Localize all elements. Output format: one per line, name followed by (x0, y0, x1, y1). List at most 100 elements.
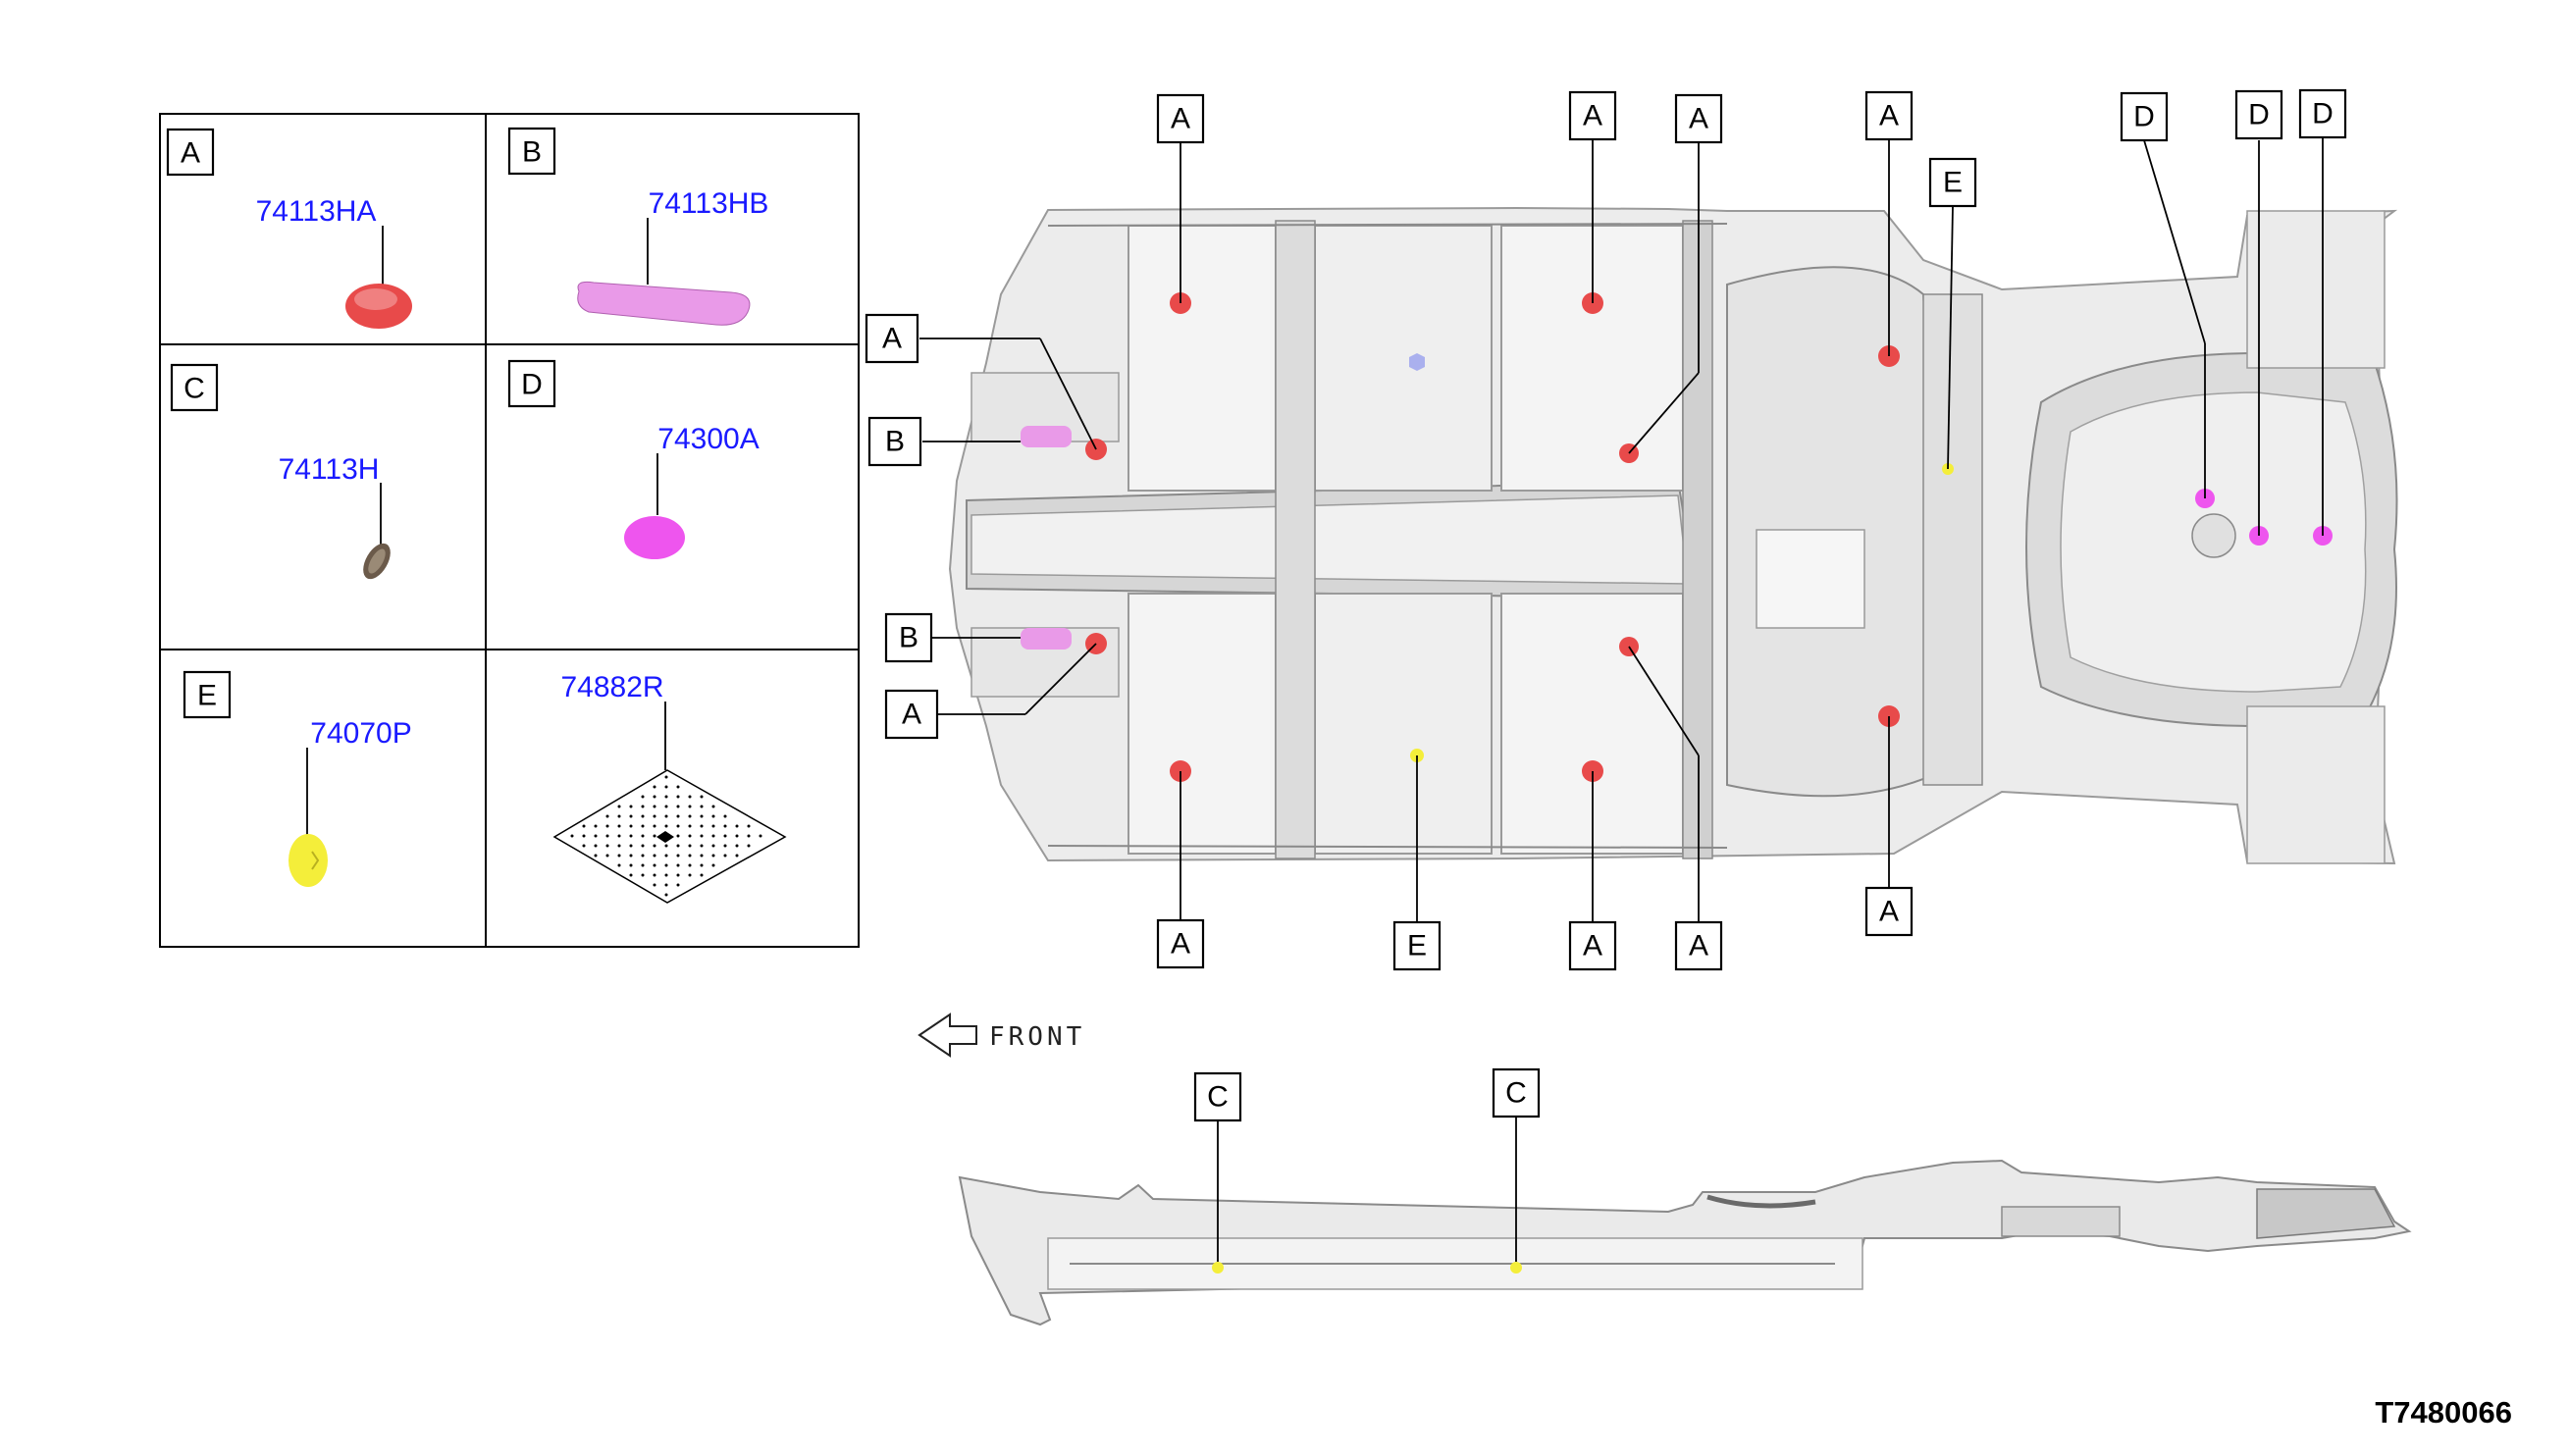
callout-a: A (865, 313, 919, 364)
sheet-dot (653, 883, 656, 887)
plug-c (1510, 1262, 1522, 1274)
sheet-dot (676, 834, 680, 838)
callout-d: D (2234, 89, 2283, 140)
callout-a: A (1674, 920, 1723, 971)
svg-text:A: A (1689, 103, 1708, 135)
part-number-74070p: 74070P (310, 717, 411, 750)
sheet-dot (676, 824, 680, 828)
sheet-dot (582, 824, 586, 828)
sheet-dot (629, 873, 633, 877)
sheet-dot (723, 824, 727, 828)
callout-e: E (1928, 157, 1977, 208)
sheet-dot (594, 854, 598, 858)
callout-a: A (1156, 918, 1205, 969)
part-number-74113hb: 74113HB (649, 187, 769, 220)
sheet-dot (676, 785, 680, 789)
sheet-dot (605, 854, 609, 858)
sheet-dot (641, 834, 645, 838)
sheet-dot (594, 824, 598, 828)
sheet-dot (664, 814, 668, 818)
sheet-dot (723, 854, 727, 858)
sheet-dot (664, 854, 668, 858)
sheet-dot (664, 824, 668, 828)
sheet-dot (711, 805, 715, 808)
sheet-dot (711, 814, 715, 818)
legend-key-b: B (522, 136, 542, 169)
sheet-dot (617, 814, 621, 818)
sheet-dot (664, 785, 668, 789)
sheet-dot (723, 844, 727, 848)
sheet-dot (688, 844, 692, 848)
legend-key-c: C (184, 373, 205, 405)
sheet-dot (605, 824, 609, 828)
svg-text:D: D (2248, 99, 2270, 131)
svg-text:C: C (1505, 1077, 1527, 1110)
sheet-dot (700, 805, 704, 808)
sheet-dot (594, 844, 598, 848)
svg-text:A: A (1879, 896, 1899, 928)
floor-side-view: C C (958, 1067, 2412, 1326)
sheet-dot (747, 824, 751, 828)
front-arrow-icon (918, 1013, 977, 1058)
sheet-dot (688, 824, 692, 828)
plug-b (1021, 628, 1072, 650)
sheet-dot (653, 814, 656, 818)
sheet-dot (688, 805, 692, 808)
floor-top-view: A A A A D D D E A B B A A E A A A (865, 88, 2398, 971)
legend-cell-e: E 74070P (183, 670, 412, 887)
sheet-dot (629, 863, 633, 867)
plug-c (1212, 1262, 1224, 1274)
sheet-dot (735, 834, 739, 838)
sheet-dot (747, 844, 751, 848)
svg-text:A: A (1689, 930, 1708, 962)
legend-cell-a: A 74113HA (166, 128, 412, 329)
sheet-dot (664, 795, 668, 799)
callout-a: A (1674, 93, 1723, 144)
plug-b-shape (577, 281, 751, 326)
sheet-dot (605, 844, 609, 848)
svg-text:E: E (1407, 930, 1427, 962)
sheet-dot (735, 844, 739, 848)
callout-b: B (884, 612, 933, 663)
sheet-dot (664, 844, 668, 848)
sheet-dot (653, 854, 656, 858)
sheet-dot (653, 795, 656, 799)
callout-a: A (1568, 920, 1617, 971)
svg-text:D: D (2133, 101, 2155, 133)
callout-c: C (1492, 1067, 1541, 1118)
legend-key-e: E (197, 680, 217, 712)
sheet-dot (700, 854, 704, 858)
sheet-dot (664, 775, 668, 779)
part-number-74882r: 74882R (560, 671, 663, 703)
sheet-dot (664, 873, 668, 877)
svg-text:A: A (1583, 930, 1602, 962)
legend-cell-c: C 74113H (170, 363, 391, 580)
sheet-dot (676, 795, 680, 799)
sheet-dot (759, 834, 762, 838)
sheet-dot (629, 844, 633, 848)
sheet-dot (641, 814, 645, 818)
legend-key-d: D (521, 369, 543, 401)
sheet-dot (641, 854, 645, 858)
callout-b: B (867, 416, 922, 467)
sheet-dot (688, 863, 692, 867)
sheet-dot (688, 814, 692, 818)
sheet-dot (688, 834, 692, 838)
plug-b (1021, 426, 1072, 447)
sheet-dot (700, 844, 704, 848)
sheet-dot (653, 805, 656, 808)
sheet-dot (594, 834, 598, 838)
sheet-dot (617, 863, 621, 867)
svg-text:A: A (902, 699, 921, 731)
sheet-dot (641, 863, 645, 867)
legend-table: A 74113HA B 74113HB C 74113H D 74 (159, 113, 860, 948)
sheet-dot (617, 834, 621, 838)
svg-text:C: C (1207, 1081, 1229, 1114)
callout-leaders (919, 137, 2324, 922)
sheet-dot (570, 834, 574, 838)
sheet-dot (688, 873, 692, 877)
sheet-dot (664, 863, 668, 867)
sheet-dot (582, 834, 586, 838)
legend-cell-sheet: 74882R (552, 671, 787, 904)
callout-c: C (1193, 1071, 1242, 1122)
